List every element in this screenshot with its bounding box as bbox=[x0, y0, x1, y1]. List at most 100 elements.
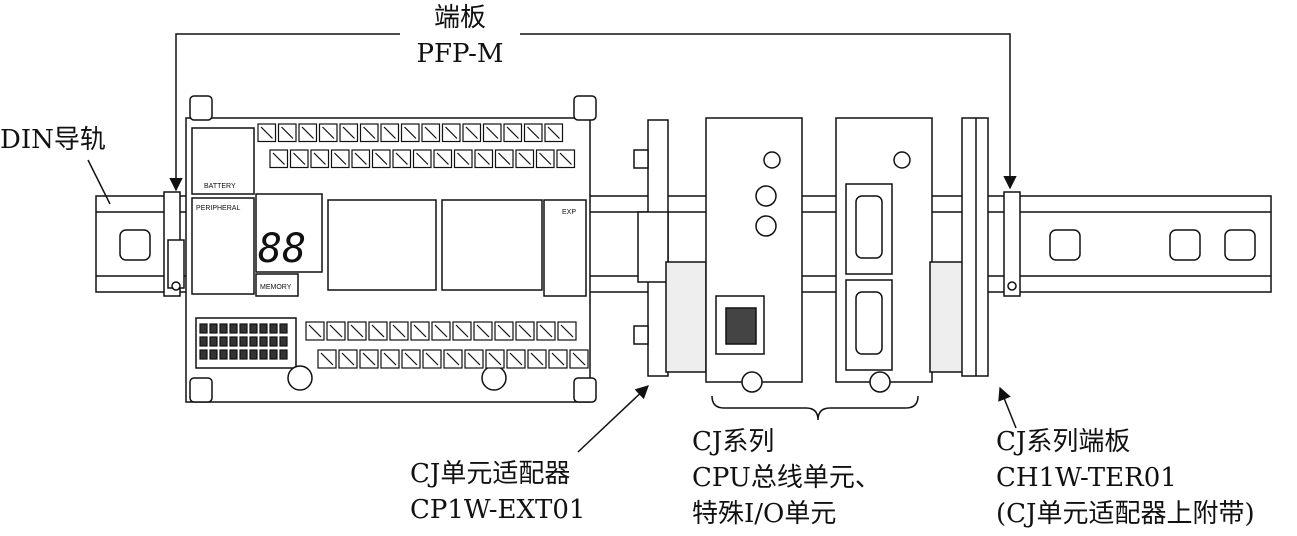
dip-switch bbox=[249, 336, 258, 347]
terminal-slot bbox=[308, 324, 322, 338]
terminal-slot bbox=[446, 352, 460, 366]
terminal-slot bbox=[465, 126, 478, 139]
dip-switch bbox=[259, 336, 268, 347]
terminal-slot bbox=[320, 352, 334, 366]
cj-end-cover bbox=[961, 117, 1021, 377]
din-rail-label: DIN导轨 bbox=[0, 125, 106, 155]
dip-switch bbox=[239, 323, 248, 334]
dip-switch bbox=[219, 349, 228, 360]
terminal-slot bbox=[416, 152, 429, 165]
dip-switch bbox=[209, 323, 218, 334]
terminal-slot bbox=[363, 126, 376, 139]
terminal-slot bbox=[455, 324, 469, 338]
dip-switch bbox=[239, 336, 248, 347]
terminal-slot bbox=[362, 352, 376, 366]
terminal-slot bbox=[518, 324, 532, 338]
terminal-slot bbox=[392, 324, 406, 338]
terminal-slot bbox=[506, 126, 519, 139]
cj-adapter-leader bbox=[577, 385, 649, 453]
terminal-slot bbox=[329, 324, 343, 338]
dip-switch bbox=[229, 323, 238, 334]
terminal-slot bbox=[486, 126, 499, 139]
dip-switch bbox=[279, 323, 288, 334]
memory-label: MEMORY bbox=[260, 284, 292, 291]
dip-switch bbox=[269, 336, 278, 347]
terminal-slot bbox=[518, 152, 531, 165]
terminal-slot bbox=[313, 152, 326, 165]
cj-unit-2 bbox=[835, 117, 967, 393]
dip-switch bbox=[209, 336, 218, 347]
dip-switch bbox=[199, 336, 208, 347]
terminal-slot bbox=[293, 152, 306, 165]
terminal-slot bbox=[509, 352, 523, 366]
dip-switch bbox=[279, 336, 288, 347]
terminal-slot bbox=[547, 126, 560, 139]
terminal-slot bbox=[281, 126, 294, 139]
seven-segment-display: 88 bbox=[258, 226, 306, 272]
terminal-slot bbox=[559, 152, 572, 165]
end-plate-left bbox=[163, 191, 185, 297]
terminal-slot bbox=[457, 152, 470, 165]
cj-endcover-label-2: CH1W-TER01 bbox=[996, 463, 1177, 493]
terminal-slot bbox=[530, 352, 544, 366]
cj-adapter-label-1: CJ单元适配器 bbox=[410, 459, 571, 489]
terminal-slot bbox=[334, 152, 347, 165]
terminal-slot bbox=[354, 152, 367, 165]
plc-terminals bbox=[199, 123, 589, 369]
dip-switch bbox=[229, 336, 238, 347]
dip-switch bbox=[259, 323, 268, 334]
terminal-slot bbox=[527, 126, 540, 139]
terminal-slot bbox=[272, 152, 285, 165]
cj-units-label-1: CJ系列 bbox=[692, 427, 775, 457]
din-rail-leader bbox=[87, 159, 111, 205]
terminal-slot bbox=[434, 324, 448, 338]
terminal-slot bbox=[498, 152, 511, 165]
dip-switch bbox=[199, 323, 208, 334]
exp-label: EXP bbox=[562, 209, 576, 216]
terminal-slot bbox=[350, 324, 364, 338]
cj-adapter-label-2: CP1W-EXT01 bbox=[410, 495, 586, 525]
cj-endcover-leader bbox=[998, 386, 1017, 429]
dip-switch bbox=[219, 323, 228, 334]
cj-endcover-label-3: (CJ单元适配器上附带) bbox=[996, 499, 1255, 529]
cj-units-brace bbox=[711, 395, 919, 421]
battery-label: BATTERY bbox=[204, 183, 236, 190]
terminal-slot bbox=[572, 352, 586, 366]
dip-switch bbox=[269, 323, 278, 334]
dip-switch bbox=[249, 323, 258, 334]
terminal-slot bbox=[375, 152, 388, 165]
terminal-slot bbox=[322, 126, 335, 139]
terminal-slot bbox=[404, 352, 418, 366]
terminal-slot bbox=[445, 126, 458, 139]
end-plate-leader bbox=[169, 33, 1017, 192]
terminal-slot bbox=[488, 352, 502, 366]
terminal-slot bbox=[404, 126, 417, 139]
terminal-slot bbox=[413, 324, 427, 338]
dip-switch bbox=[259, 349, 268, 360]
dip-switch bbox=[249, 349, 258, 360]
terminal-slot bbox=[301, 126, 314, 139]
terminal-slot bbox=[395, 152, 408, 165]
terminal-slot bbox=[342, 126, 355, 139]
dip-switch bbox=[239, 349, 248, 360]
terminal-slot bbox=[341, 352, 355, 366]
terminal-slot bbox=[383, 126, 396, 139]
terminal-slot bbox=[260, 126, 273, 139]
cj-units-label-2: CPU总线单元、 bbox=[692, 463, 881, 493]
dip-switch bbox=[279, 349, 288, 360]
terminal-slot bbox=[497, 324, 511, 338]
terminal-slot bbox=[424, 126, 437, 139]
cj-unit-adapter bbox=[633, 119, 707, 377]
dip-switch bbox=[229, 349, 238, 360]
terminal-slot bbox=[425, 352, 439, 366]
terminal-slot bbox=[539, 324, 553, 338]
cj-unit-1 bbox=[705, 117, 803, 393]
cj-units-label-3: 特殊I/O单元 bbox=[692, 499, 837, 529]
terminal-slot bbox=[436, 152, 449, 165]
dip-switch bbox=[219, 336, 228, 347]
dip-switch bbox=[209, 349, 218, 360]
terminal-slot bbox=[551, 352, 565, 366]
end-plate-title: 端板 bbox=[433, 3, 486, 33]
peripheral-label: PERIPHERAL bbox=[196, 205, 240, 212]
